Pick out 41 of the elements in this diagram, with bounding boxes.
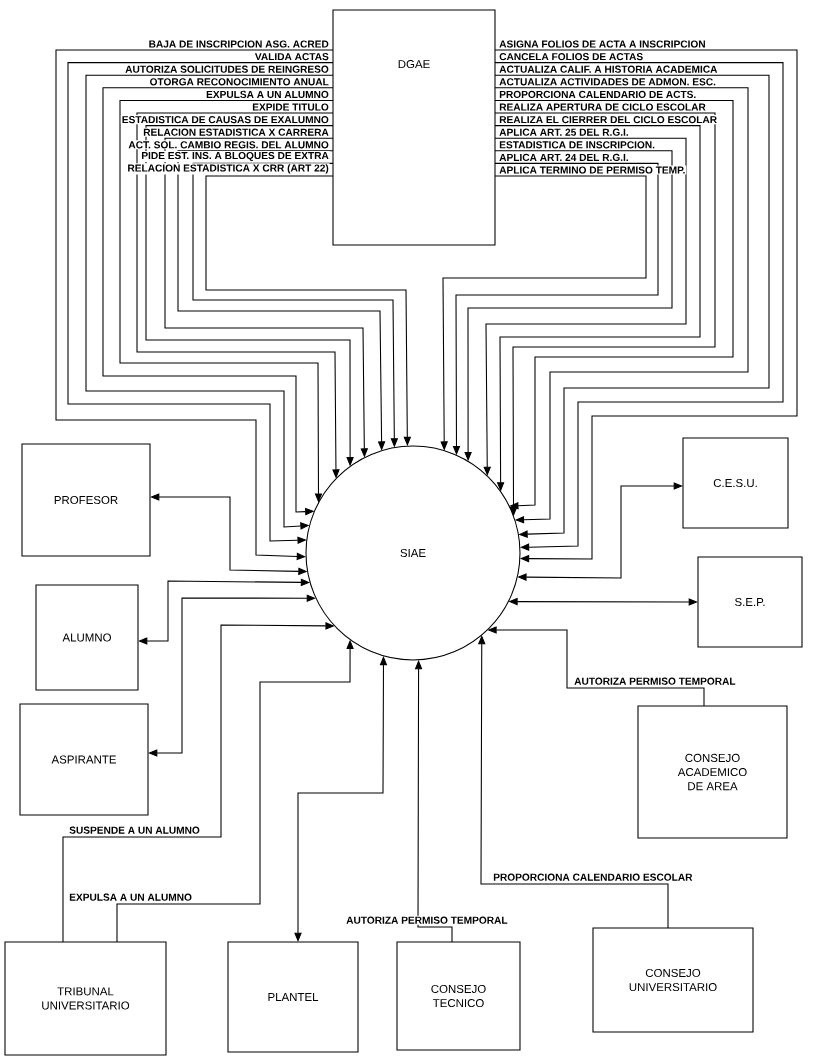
- edge-label: EXPIDE TITULO: [251, 102, 330, 112]
- edge-label: RELACION ESTADISTICA X CRR (ART 22): [126, 163, 330, 175]
- entity-box: CONSEJO UNIVERSITARIO: [592, 927, 754, 1033]
- edge-label: OTORGA RECONOCIMIENTO ANUAL: [148, 77, 330, 87]
- entity-box: ASPIRANTE: [19, 703, 149, 816]
- edge-label: PROPORCIONA CALENDARIO DE ACTS.: [498, 89, 698, 99]
- entity-box: PLANTEL: [227, 941, 359, 1053]
- arrow: [477, 635, 669, 929]
- entity-box: PROFESOR: [21, 443, 151, 557]
- edge-label: REALIZA APERTURA DE CICLO ESCOLAR: [498, 102, 707, 112]
- edge-label: APLICA TERMINO DE PERMISO TEMP.: [498, 165, 687, 175]
- entity-box: ALUMNO: [35, 584, 139, 691]
- edge-label: BAJA DE INSCRIPCION ASG. ACRED: [147, 39, 330, 49]
- edge-label: CANCELA FOLIOS DE ACTAS: [498, 52, 645, 62]
- edge-label: AUTORIZA PERMISO TEMPORAL: [573, 676, 737, 686]
- edge-label: RELACION ESTADISTICA X CARRERA: [142, 127, 330, 137]
- entity-box: CONSEJO TECNICO: [396, 941, 521, 1051]
- edge-label: AUTORIZA PERMISO TEMPORAL: [345, 915, 509, 925]
- edge-label: REALIZA EL CIERRER DEL CICLO ESCOLAR: [498, 115, 718, 125]
- edge-label: ACTUALIZA ACTIVIDADES DE ADMON. ESC.: [498, 77, 717, 87]
- entity-box: CONSEJO ACADEMICO DE AREA: [637, 705, 788, 839]
- edge-label: ASIGNA FOLIOS DE ACTA A INSCRIPCION: [498, 39, 707, 49]
- arrow: [483, 137, 687, 476]
- edge-label: PIDE EST. INS. A BLOQUES DE EXTRA: [140, 151, 330, 162]
- edge-label: ESTADISTICA DE CAUSAS DE EXALUMNO: [120, 115, 330, 125]
- edge-label: APLICA ART. 24 DEL R.G.I.: [498, 152, 630, 162]
- edge-label: ACTUALIZA CALIF. A HISTORIA ACADEMICA: [498, 64, 719, 74]
- edge-label: EXPULSA A UN ALUMNO: [68, 892, 193, 902]
- edge-label: VALIDA ACTAS: [253, 52, 330, 62]
- edge-label: ACT. SOL. CAMBIO REGIS. DEL ALUMNO: [127, 140, 330, 150]
- edge-label: SUSPENDE A UN ALUMNO: [68, 825, 201, 835]
- edge-label: PROPORCIONA CALENDARIO ESCOLAR: [492, 872, 694, 882]
- edge-label: ESTADISTICA DE INSCRIPCION.: [498, 140, 656, 150]
- edge-label: AUTORIZA SOLICITUDES DE REINGRESO: [124, 64, 330, 74]
- arrow: [148, 594, 316, 757]
- entity-box: C.E.S.U.: [682, 437, 789, 529]
- entity-box: S.E.P.: [697, 556, 803, 648]
- edge-label: EXPULSA A UN ALUMNO: [205, 89, 330, 99]
- entity-box: TRIBUNAL UNIVERSITARIO: [4, 941, 167, 1056]
- edge-label: APLICA ART. 25 DEL R.G.I.: [498, 127, 630, 137]
- entity-box: DGAE: [332, 9, 496, 246]
